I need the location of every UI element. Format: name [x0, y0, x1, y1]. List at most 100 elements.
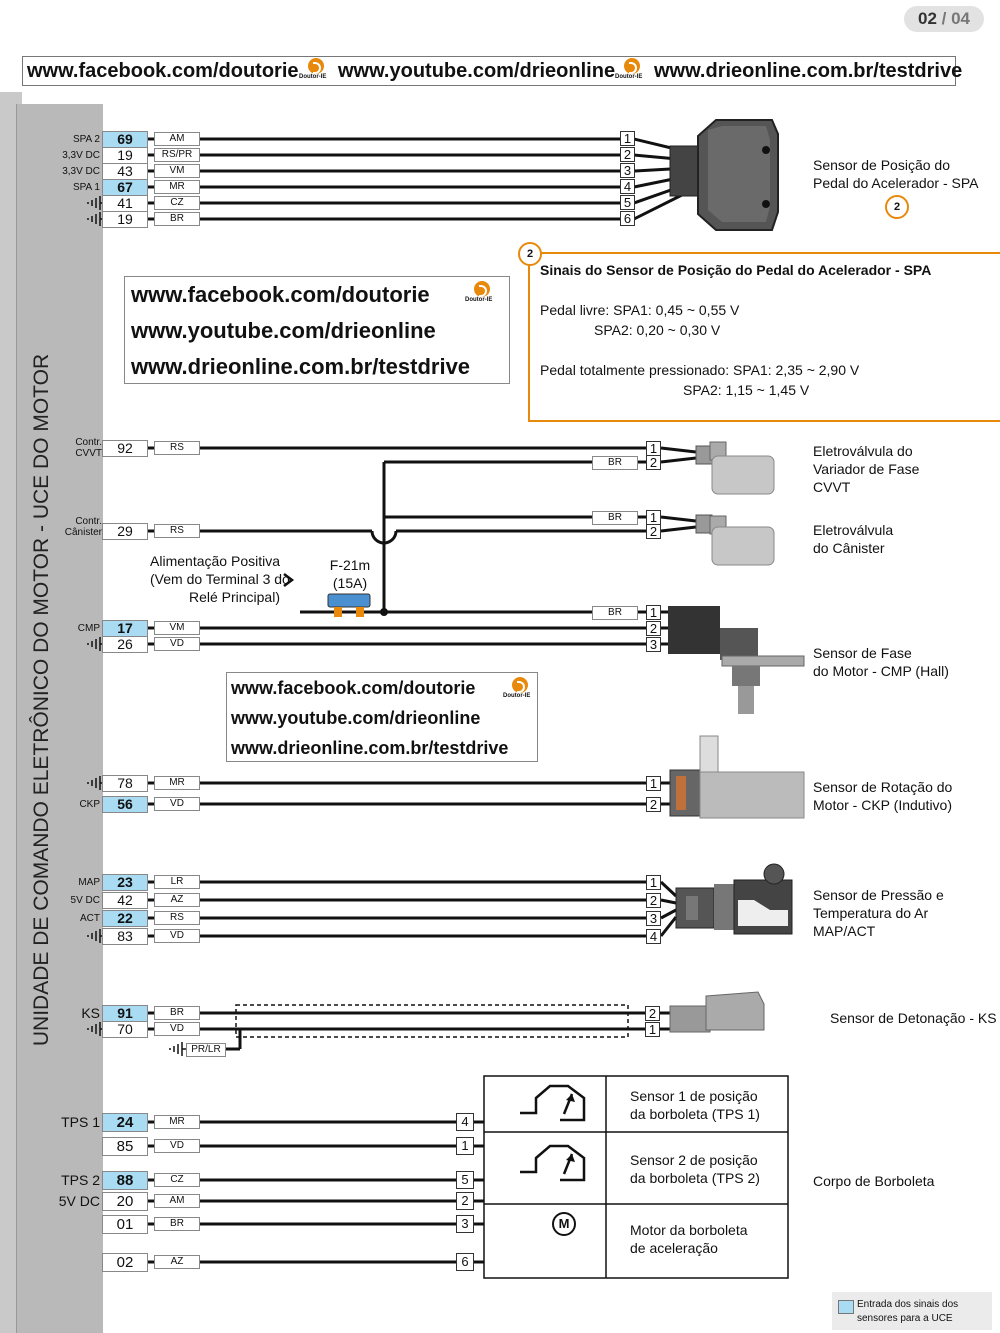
ecu-pin-number: 41	[102, 195, 148, 212]
ecu-pin-number: 19	[102, 147, 148, 164]
ecu-pin-number: 92	[102, 440, 148, 457]
ecu-pin-name: SPA 2	[72, 134, 100, 145]
wire-color-label: BR	[592, 511, 638, 525]
ecu-pin-name: MAP	[78, 877, 100, 888]
wire-color-label: AM	[154, 132, 200, 146]
ecu-pin-name: 3,3V DC	[62, 166, 100, 177]
ecu-pin-number: 01	[102, 1215, 148, 1234]
wire-color-label: BR	[592, 456, 638, 470]
label-line: de aceleração	[630, 1240, 718, 1256]
ecu-pin-number: 22	[102, 910, 148, 927]
ks-sensor-label: Sensor de Detonação - KS	[830, 1010, 997, 1026]
spa-signal-info-box: Sinais do Sensor de Posição do Pedal do …	[528, 252, 1000, 422]
banner-site-link[interactable]: www.drieonline.com.br/testdrive	[654, 60, 963, 82]
ecu-pin-number: 56	[102, 796, 148, 813]
legend	[832, 1292, 992, 1330]
wire-color-label: RS	[154, 911, 200, 925]
connector-pin-number: 6	[620, 211, 635, 226]
wire-color-label: VM	[154, 164, 200, 178]
connector-pin-number: 4	[456, 1113, 474, 1131]
connector-pin-number: 4	[646, 929, 661, 944]
connector-pin-number: 1	[646, 605, 661, 620]
ecu-pin-number: 67	[102, 179, 148, 196]
watermark-box: www.facebook.com/doutorie www.youtube.co…	[124, 276, 510, 384]
tps2-potentiometer-icon	[520, 1144, 586, 1182]
info-line: Pedal livre: SPA1: 0,45 ~ 0,55 V	[540, 302, 740, 318]
ecu-pin-name: 5V DC	[70, 895, 100, 906]
label-line: Sensor de Posição do	[813, 157, 950, 173]
cmp-sensor-icon	[668, 606, 805, 714]
legend-swatch	[838, 1300, 854, 1314]
tps1-label: Sensor 1 de posição da borboleta (TPS 1)	[630, 1087, 760, 1123]
page-separator: /	[936, 9, 952, 28]
label-line: Pedal do Acelerador - SPA	[813, 175, 979, 191]
wire-color-label: BR	[154, 1006, 200, 1020]
connector-pin-number: 1	[646, 441, 661, 456]
map-sensor-label: Sensor de Pressão e Temperatura do Ar MA…	[813, 886, 944, 940]
legend-text: Entrada dos sinais dos sensores para a U…	[857, 1298, 958, 1326]
connector-pin-number: 2	[456, 1192, 474, 1210]
wire-color-label: BR	[154, 1217, 200, 1231]
ecu-pin-name: Contr.Cânister	[32, 516, 102, 538]
label-line: Sensor de Rotação do	[813, 779, 953, 795]
ecu-pin-name: CKP	[79, 799, 100, 810]
doutor-ie-logo: Doutor-IE	[299, 58, 329, 84]
connector-pin-number: 1	[646, 875, 661, 890]
connector-pin-number: 1	[620, 131, 635, 146]
label-line: da borboleta (TPS 2)	[630, 1170, 760, 1186]
label-line: Eletroválvula	[813, 522, 894, 538]
label-line: Sensor de Pressão e	[813, 887, 944, 903]
wire-color-label: RS/PR	[154, 148, 200, 162]
banner-facebook-link[interactable]: www.facebook.com/doutorie	[27, 60, 299, 82]
connector-pin-number: 3	[646, 637, 661, 652]
logo-disk-icon	[474, 281, 490, 297]
ecu-pin-number: 91	[102, 1005, 148, 1022]
cvvt-valve-label: Eletroválvula do Variador de Fase CVVT	[813, 442, 919, 496]
fuse-rating: (15A)	[332, 575, 368, 591]
connector-pin-number: 1	[645, 1022, 660, 1037]
fuse-icon	[327, 593, 371, 617]
ecu-pin-number: 20	[102, 1192, 148, 1211]
banner-youtube-link[interactable]: www.youtube.com/drieonline	[338, 60, 616, 82]
cvvt-valve-icon	[695, 441, 775, 495]
label-line: Relé Principal)	[188, 589, 280, 605]
wire-color-label: CZ	[154, 1173, 200, 1187]
label-line: (Vem do Terminal 3 do	[150, 571, 290, 587]
wire-color-label: AZ	[154, 1255, 200, 1269]
fuse-label: F-21m (15A)	[328, 556, 372, 592]
wire-color-label: BR	[592, 606, 638, 620]
info-line: SPA2: 1,15 ~ 1,45 V	[683, 382, 810, 398]
ecu-pin-number: 23	[102, 874, 148, 891]
label-line: da borboleta (TPS 1)	[630, 1106, 760, 1122]
logo-disk-icon	[512, 677, 528, 693]
wire-color-label: MR	[154, 776, 200, 790]
ks-shield-dashed	[235, 1004, 629, 1038]
wire-color-label: VD	[154, 797, 200, 811]
ground-icon	[87, 212, 104, 226]
page-total: 04	[951, 9, 970, 28]
wire-color-label: MR	[154, 180, 200, 194]
wire-color-label: AZ	[154, 893, 200, 907]
ecu-pin-number: 83	[102, 928, 148, 945]
connector-pin-number: 1	[456, 1137, 474, 1155]
label-line: Temperatura do Ar	[813, 905, 929, 921]
wire-color-label: VM	[154, 621, 200, 635]
connector-pin-number: 2	[646, 621, 661, 636]
spa-ref-badge: 2	[885, 195, 909, 219]
spa-sensor-label: Sensor de Posição do Pedal do Acelerador…	[813, 156, 979, 192]
logo-text: Doutor-IE	[465, 297, 493, 303]
connector-pin-number: 1	[646, 776, 661, 791]
throttle-body-label: Corpo de Borboleta	[813, 1173, 935, 1189]
ecu-pin-number: 42	[102, 892, 148, 909]
ecu-pin-name: Contr.CVVT	[32, 437, 102, 459]
ecu-pin-number: 17	[102, 620, 148, 637]
fuse-name: F-21m	[329, 557, 371, 573]
ecu-pin-number: 88	[102, 1171, 148, 1190]
connector-pin-number: 6	[456, 1253, 474, 1271]
watermark-youtube: www.youtube.com/drieonline	[231, 708, 481, 728]
logo-text: Doutor-IE	[503, 693, 531, 699]
connector-pin-number: 2	[645, 1006, 660, 1021]
ecu-pin-name: TPS 2	[61, 1172, 100, 1188]
throttle-body-box	[483, 1075, 789, 1279]
